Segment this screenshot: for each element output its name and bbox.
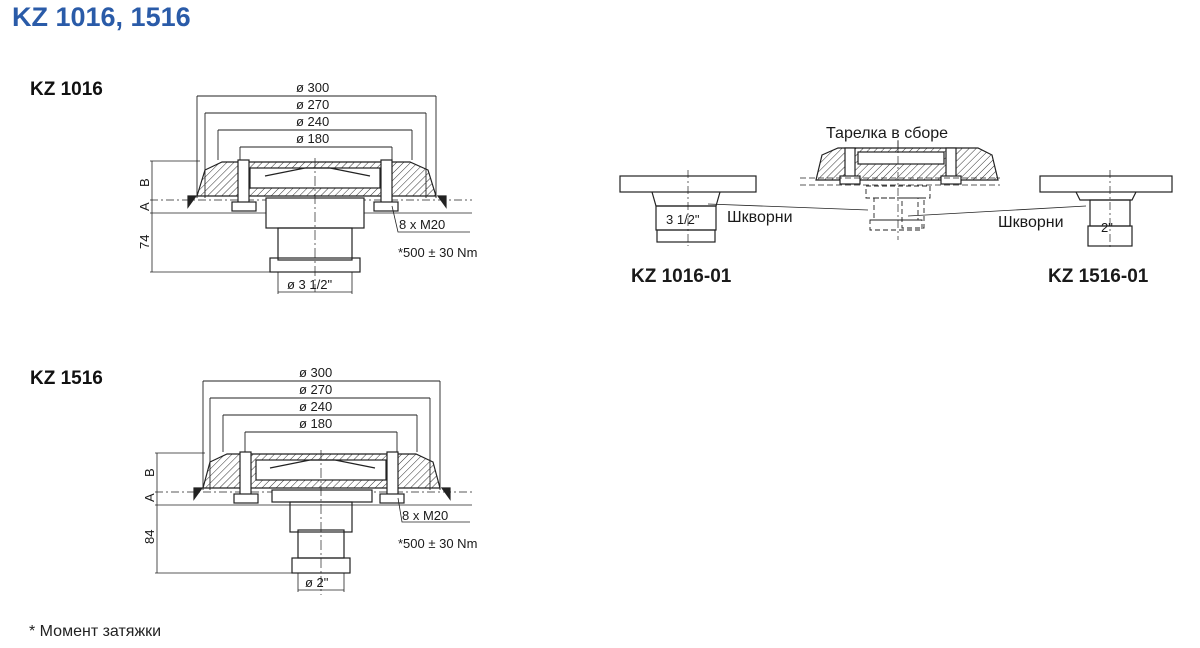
height-kz1016: 74	[137, 235, 152, 249]
plate-assembly-label: Тарелка в сборе	[826, 125, 948, 142]
torque-kz1016: *500 ± 30 Nm	[398, 245, 477, 260]
dim-labels-kz1016: ø 300 ø 270 ø 240 ø 180 8 x M20 *500 ± 3…	[137, 80, 477, 292]
model-label-kz1016: KZ 1016	[30, 79, 103, 100]
drawing-kz1016	[150, 95, 472, 294]
model-label-kz1516-01: KZ 1516-01	[1048, 266, 1149, 287]
pin-kz1516: ø 2"	[305, 575, 329, 590]
dim-270-kz1016: ø 270	[296, 97, 329, 112]
dim-a-kz1016: A	[137, 202, 152, 211]
kingpins-label-right: Шкворни	[998, 214, 1064, 231]
pin-size-left: 3 1/2"	[666, 212, 700, 227]
dim-a-kz1516: A	[142, 493, 157, 502]
dim-180-kz1516: ø 180	[299, 416, 332, 431]
pin-kz1016: ø 3 1/2"	[287, 277, 332, 292]
dim-b-kz1016: B	[137, 178, 152, 187]
height-kz1516: 84	[142, 530, 157, 544]
model-label-kz1516: KZ 1516	[30, 368, 103, 389]
dim-300-kz1516: ø 300	[299, 365, 332, 380]
drawing-assembly	[619, 140, 1173, 250]
page-title: KZ 1016, 1516	[12, 2, 191, 32]
dim-270-kz1516: ø 270	[299, 382, 332, 397]
footnote: * Момент затяжки	[29, 623, 162, 640]
dim-180-kz1016: ø 180	[296, 131, 329, 146]
dim-300-kz1016: ø 300	[296, 80, 329, 95]
dim-labels-kz1516: ø 300 ø 270 ø 240 ø 180 8 x M20 *500 ± 3…	[142, 365, 477, 590]
torque-kz1516: *500 ± 30 Nm	[398, 536, 477, 551]
labels-assembly: Тарелка в сборе Шкворни Шкворни 3 1/2" 2…	[631, 125, 1149, 287]
dim-240-kz1516: ø 240	[299, 399, 332, 414]
dim-b-kz1516: B	[142, 468, 157, 477]
model-label-kz1016-01: KZ 1016-01	[631, 266, 732, 287]
bolts-kz1016: 8 x M20	[399, 217, 445, 232]
bolts-kz1516: 8 x M20	[402, 508, 448, 523]
pin-size-right: 2"	[1101, 220, 1113, 235]
dim-240-kz1016: ø 240	[296, 114, 329, 129]
drawing-kz1516	[155, 380, 472, 595]
kingpins-label-left: Шкворни	[727, 209, 793, 226]
